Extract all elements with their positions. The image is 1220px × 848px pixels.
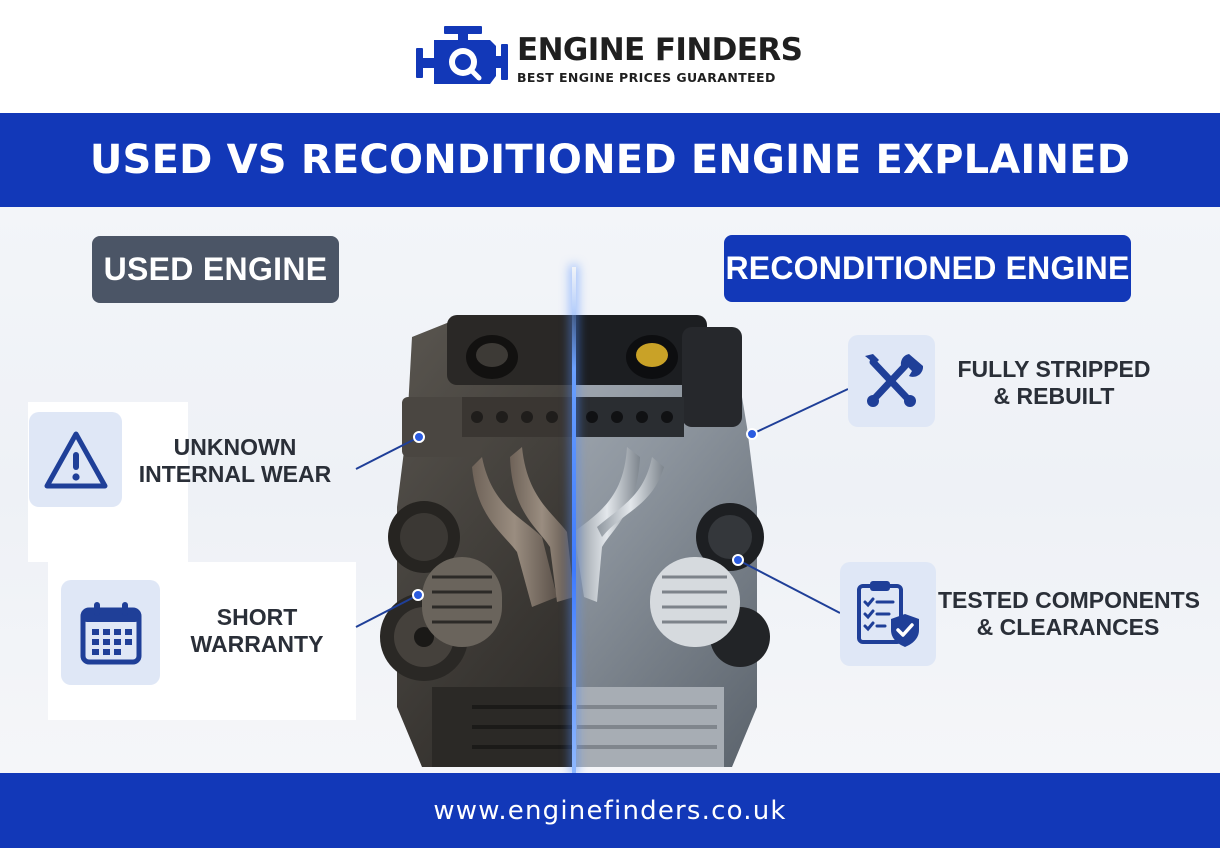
used-feature-warranty-line1: SHORT xyxy=(216,604,298,630)
comparison-panel: USED ENGINE RECONDITIONED ENGINE xyxy=(0,207,1220,773)
recon-feature-rebuilt-line2: & REBUILT xyxy=(993,383,1115,409)
used-feature-warranty-line2: WARRANTY xyxy=(190,631,324,657)
recon-feature-rebuilt: FULLY STRIPPED & REBUILT xyxy=(950,356,1158,410)
calendar-icon xyxy=(80,601,141,664)
recon-feature-tested-line2: & CLEARANCES xyxy=(976,614,1160,640)
reconditioned-engine-label: RECONDITIONED ENGINE xyxy=(724,235,1131,302)
recon-feature-rebuilt-line1: FULLY STRIPPED xyxy=(957,356,1151,382)
brand-tagline: BEST ENGINE PRICES GUARANTEED xyxy=(517,70,776,85)
warning-icon xyxy=(44,431,107,488)
used-engine-half xyxy=(380,315,574,767)
header: ENGINE FINDERS BEST ENGINE PRICES GUARAN… xyxy=(0,0,1220,113)
used-feature-wear-line2: INTERNAL WEAR xyxy=(138,461,332,487)
connector-lines xyxy=(355,388,849,628)
brand-name: ENGINE FINDERS xyxy=(517,32,803,68)
website-link[interactable]: www.enginefinders.co.uk xyxy=(433,795,787,826)
checklist-tile xyxy=(840,562,936,666)
warning-tile xyxy=(29,412,122,507)
engine-illustration xyxy=(380,315,770,767)
tools-icon xyxy=(864,354,923,407)
used-feature-wear-line1: UNKNOWN xyxy=(173,434,297,460)
recon-feature-tested-line1: TESTED COMPONENTS xyxy=(938,587,1200,613)
title-banner: USED VS RECONDITIONED ENGINE EXPLAINED xyxy=(0,113,1220,207)
engine-icon xyxy=(416,26,508,84)
tools-tile xyxy=(848,335,935,427)
calendar-tile xyxy=(61,580,160,685)
footer: www.enginefinders.co.uk xyxy=(0,773,1220,848)
split-divider xyxy=(572,267,576,773)
checklist-shield-icon xyxy=(857,581,919,647)
recon-feature-tested: TESTED COMPONENTS & CLEARANCES xyxy=(938,587,1200,641)
used-engine-label: USED ENGINE xyxy=(92,236,339,303)
page-title: USED VS RECONDITIONED ENGINE EXPLAINED xyxy=(89,137,1131,183)
used-feature-wear: UNKNOWN INTERNAL WEAR xyxy=(136,434,334,488)
reconditioned-engine-half xyxy=(574,315,770,767)
brand-logo[interactable]: ENGINE FINDERS BEST ENGINE PRICES GUARAN… xyxy=(416,26,803,94)
used-feature-warranty: SHORT WARRANTY xyxy=(172,604,342,658)
